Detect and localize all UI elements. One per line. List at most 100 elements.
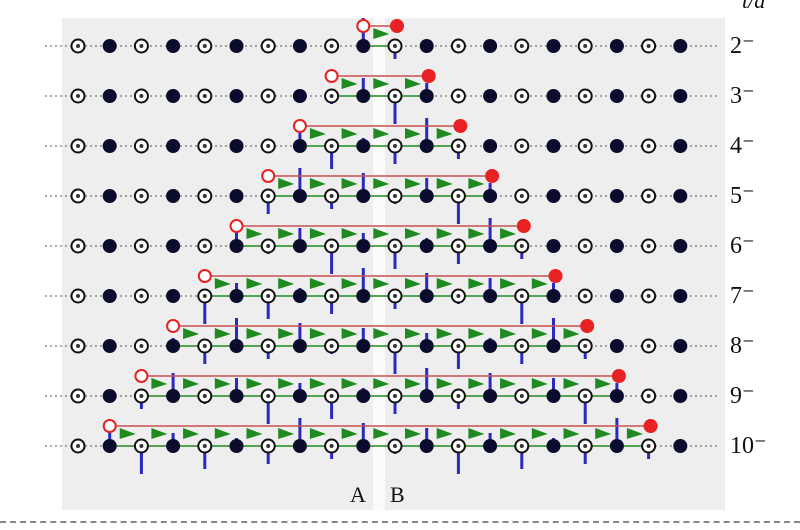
site-dot (456, 344, 461, 348)
filled-site (356, 289, 371, 303)
filled-endpoint (390, 19, 404, 33)
filled-site (292, 89, 307, 103)
site-dot (583, 344, 588, 348)
filled-endpoint (516, 219, 531, 233)
row-label: 7⁻ (730, 283, 755, 309)
site-dot (456, 194, 461, 198)
site-dot (456, 94, 461, 98)
filled-site (609, 189, 624, 203)
arrow-marker (405, 78, 421, 89)
arrow-marker (151, 378, 168, 389)
site-dot (266, 344, 271, 348)
arrow-marker (373, 228, 390, 239)
filled-site (483, 189, 498, 203)
site-dot (456, 144, 461, 148)
site-dot (519, 294, 524, 298)
filled-site (102, 439, 117, 453)
arrow-marker (246, 228, 263, 239)
open-endpoint (356, 19, 371, 33)
filled-site (102, 139, 117, 153)
arrow-marker (183, 378, 200, 389)
filled-site (356, 139, 371, 153)
arrow-marker (405, 278, 421, 289)
site-dot (139, 344, 144, 348)
filled-site (229, 439, 244, 453)
row-label: 3⁻ (730, 83, 755, 109)
filled-site (546, 189, 561, 203)
filled-site (229, 389, 244, 403)
site-dot (393, 44, 397, 48)
filled-site (356, 189, 371, 203)
arrow-marker (373, 278, 390, 289)
arrow-marker (246, 278, 263, 289)
site-dot (646, 194, 651, 198)
arrow-marker (309, 128, 326, 139)
filled-site (166, 39, 181, 53)
site-dot (202, 144, 207, 148)
arrow-marker (500, 278, 517, 289)
arrow-marker (246, 328, 263, 339)
filled-site (356, 339, 371, 353)
header-label: t/a (742, 0, 766, 13)
row-label: 2⁻ (730, 33, 755, 59)
open-endpoint (261, 169, 276, 183)
site-dot (519, 444, 524, 448)
site-dot (139, 144, 144, 148)
row-label: 9⁻ (730, 383, 755, 409)
filled-site (546, 389, 561, 403)
arrow-marker (531, 378, 548, 389)
arrow-marker (531, 278, 548, 289)
filled-site (546, 289, 561, 303)
row-label: 4⁻ (730, 133, 755, 159)
site-dot (583, 394, 588, 398)
arrow-marker (436, 128, 453, 139)
arrow-marker (405, 228, 421, 239)
site-dot (519, 44, 524, 48)
site-dot (329, 244, 334, 248)
label-a: A (350, 482, 366, 507)
open-endpoint (292, 119, 307, 133)
site-dot (393, 344, 397, 348)
filled-site (102, 89, 117, 103)
filled-site (419, 189, 434, 203)
filled-site (166, 289, 181, 303)
row-label: 10⁻ (730, 433, 767, 459)
filled-site (292, 189, 307, 203)
arrow-marker (405, 178, 421, 189)
site-dot (202, 44, 207, 48)
site-dot (202, 444, 207, 448)
site-dot (139, 244, 144, 248)
filled-site (673, 389, 688, 403)
site-dot (202, 344, 207, 348)
site-dot (202, 94, 207, 98)
site-dot (139, 294, 144, 298)
filled-site (292, 439, 307, 453)
open-endpoint (134, 369, 149, 383)
arrow-marker (119, 428, 136, 439)
filled-site (102, 189, 117, 203)
arrow-marker (436, 428, 453, 439)
filled-site (292, 139, 307, 153)
arrow-marker (436, 328, 453, 339)
site-dot (329, 444, 334, 448)
arrow-marker (531, 428, 548, 439)
site-dot (76, 344, 80, 348)
site-dot (519, 394, 524, 398)
filled-site (166, 239, 181, 253)
filled-site (356, 239, 371, 253)
arrow-marker (278, 228, 295, 239)
site-dot (202, 394, 207, 398)
site-dot (519, 94, 524, 98)
site-dot (266, 194, 271, 198)
filled-site (166, 89, 181, 103)
arrow-marker (436, 378, 453, 389)
arrow-marker (309, 278, 326, 289)
filled-site (102, 289, 117, 303)
site-dot (393, 294, 397, 298)
filled-site (356, 439, 371, 453)
arrow-marker (563, 378, 580, 389)
site-dot (76, 194, 80, 198)
arrow-marker (373, 428, 390, 439)
arrow-marker (278, 278, 295, 289)
site-dot (139, 44, 144, 48)
